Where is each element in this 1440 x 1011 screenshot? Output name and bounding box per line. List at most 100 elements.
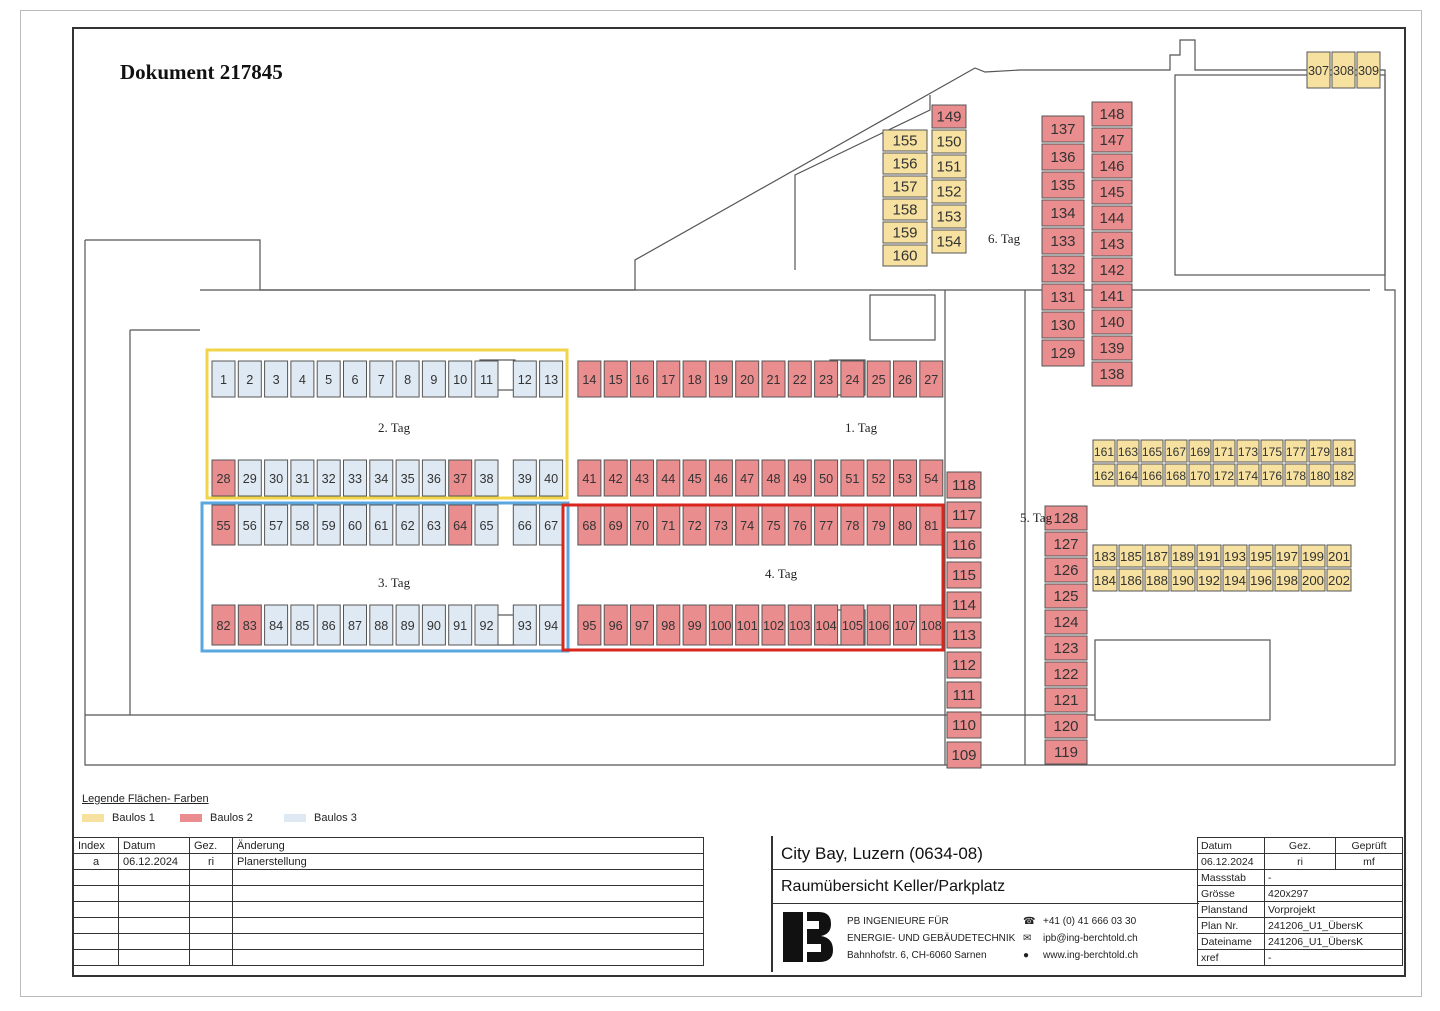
room-label: 79	[872, 519, 886, 533]
room-label: 153	[936, 209, 961, 226]
storage-room-189	[1170, 544, 1196, 568]
room-label: 150	[936, 134, 961, 151]
meta-key: Massstab	[1197, 869, 1265, 886]
room-label: 47	[740, 472, 754, 486]
storage-room-124	[1044, 609, 1088, 635]
storage-room-174	[1236, 463, 1260, 487]
room-label: 54	[924, 472, 938, 486]
storage-room-66	[512, 504, 537, 546]
storage-room-49	[787, 459, 812, 497]
storage-room-93	[512, 604, 537, 646]
revision-row-empty	[73, 933, 704, 950]
storage-room-18	[682, 360, 707, 398]
rev-header-index: Index	[73, 837, 119, 854]
company-web: www.ing-berchtold.ch	[1043, 950, 1139, 961]
storage-room-155	[882, 129, 928, 152]
ramp-diagonal	[794, 95, 931, 270]
room-label: 88	[374, 619, 388, 633]
storage-room-24	[840, 360, 865, 398]
room-label: 121	[1053, 692, 1078, 709]
storage-room-183	[1092, 544, 1118, 568]
legend-item-baulos3: Baulos 3	[284, 812, 357, 824]
email-icon: ✉	[1023, 933, 1032, 944]
storage-room-85	[290, 604, 315, 646]
storage-room-61	[369, 504, 394, 546]
room-label: 184	[1094, 573, 1116, 588]
storage-room-48	[761, 459, 786, 497]
room-label: 78	[845, 519, 859, 533]
room-label: 37	[453, 472, 467, 486]
storage-room-110	[946, 711, 982, 739]
room-label: 124	[1053, 614, 1078, 631]
room-label: 10	[453, 373, 467, 387]
revision-header-row: Index Datum Gez. Änderung	[73, 837, 704, 854]
storage-room-197	[1274, 544, 1300, 568]
room-label: 53	[898, 472, 912, 486]
room-label: 113	[952, 627, 976, 644]
meta-row: Plan Nr.241206_U1_ÜbersK	[1197, 917, 1403, 934]
room-label: 60	[348, 519, 362, 533]
storage-room-41	[577, 459, 602, 497]
storage-room-55	[211, 504, 236, 546]
storage-room-42	[603, 459, 628, 497]
storage-room-99	[682, 604, 707, 646]
room-label: 28	[216, 472, 230, 486]
room-label: 81	[924, 519, 938, 533]
revision-row-empty	[73, 949, 704, 966]
room-label: 175	[1262, 445, 1282, 459]
storage-room-14	[577, 360, 602, 398]
room-label: 44	[661, 472, 675, 486]
legend-label: Baulos 3	[314, 812, 357, 824]
room-label: 32	[322, 472, 336, 486]
storage-room-193	[1222, 544, 1248, 568]
room-label: 136	[1050, 149, 1075, 166]
storage-room-33	[343, 459, 367, 497]
storage-room-116	[946, 531, 982, 559]
plan-title: Raumübersicht Keller/Parkplatz	[781, 878, 1006, 895]
storage-room-139	[1091, 335, 1133, 361]
storage-room-7	[369, 360, 394, 398]
storage-room-34	[369, 459, 394, 497]
storage-room-47	[735, 459, 760, 497]
room-label: 156	[892, 156, 917, 173]
storage-room-52	[866, 459, 891, 497]
room-label: 83	[243, 619, 257, 633]
room-label: 196	[1250, 573, 1272, 588]
storage-room-22	[787, 360, 812, 398]
room-label: 164	[1118, 469, 1138, 483]
storage-room-83	[237, 604, 262, 646]
storage-room-129	[1041, 339, 1085, 367]
storage-room-136	[1041, 143, 1085, 171]
core-north-east	[1174, 74, 1386, 276]
storage-room-91	[448, 604, 473, 646]
room-label: 36	[427, 472, 441, 486]
room-label: 155	[892, 133, 917, 150]
room-label: 51	[845, 472, 859, 486]
zone-tag4-outline	[561, 503, 945, 652]
storage-room-194	[1222, 568, 1248, 592]
company-name-line1: PB INGENIEURE FÜR	[847, 916, 949, 927]
storage-room-35	[395, 459, 420, 497]
room-label: 139	[1099, 340, 1124, 357]
room-label: 173	[1238, 445, 1258, 459]
room-label: 105	[842, 619, 863, 633]
room-label: 168	[1166, 469, 1186, 483]
meta-key: Dateiname	[1197, 933, 1265, 950]
room-label: 73	[714, 519, 728, 533]
storage-room-172	[1212, 463, 1236, 487]
room-label: 43	[635, 472, 649, 486]
storage-room-137	[1041, 115, 1085, 143]
room-label: 125	[1053, 588, 1078, 605]
storage-room-147	[1091, 127, 1133, 153]
rev-drawn: ri	[189, 853, 233, 870]
meta-value: -	[1264, 869, 1403, 886]
company-address: Bahnhofstr. 6, CH-6060 Sarnen	[847, 950, 987, 961]
room-label: 146	[1099, 158, 1124, 175]
meta-drawn: ri	[1264, 853, 1336, 870]
room-label: 198	[1276, 573, 1298, 588]
room-label: 186	[1120, 573, 1142, 588]
room-label: 12	[518, 373, 532, 387]
storage-room-157	[882, 175, 928, 198]
room-label: 109	[951, 747, 976, 764]
storage-room-307	[1306, 51, 1331, 89]
